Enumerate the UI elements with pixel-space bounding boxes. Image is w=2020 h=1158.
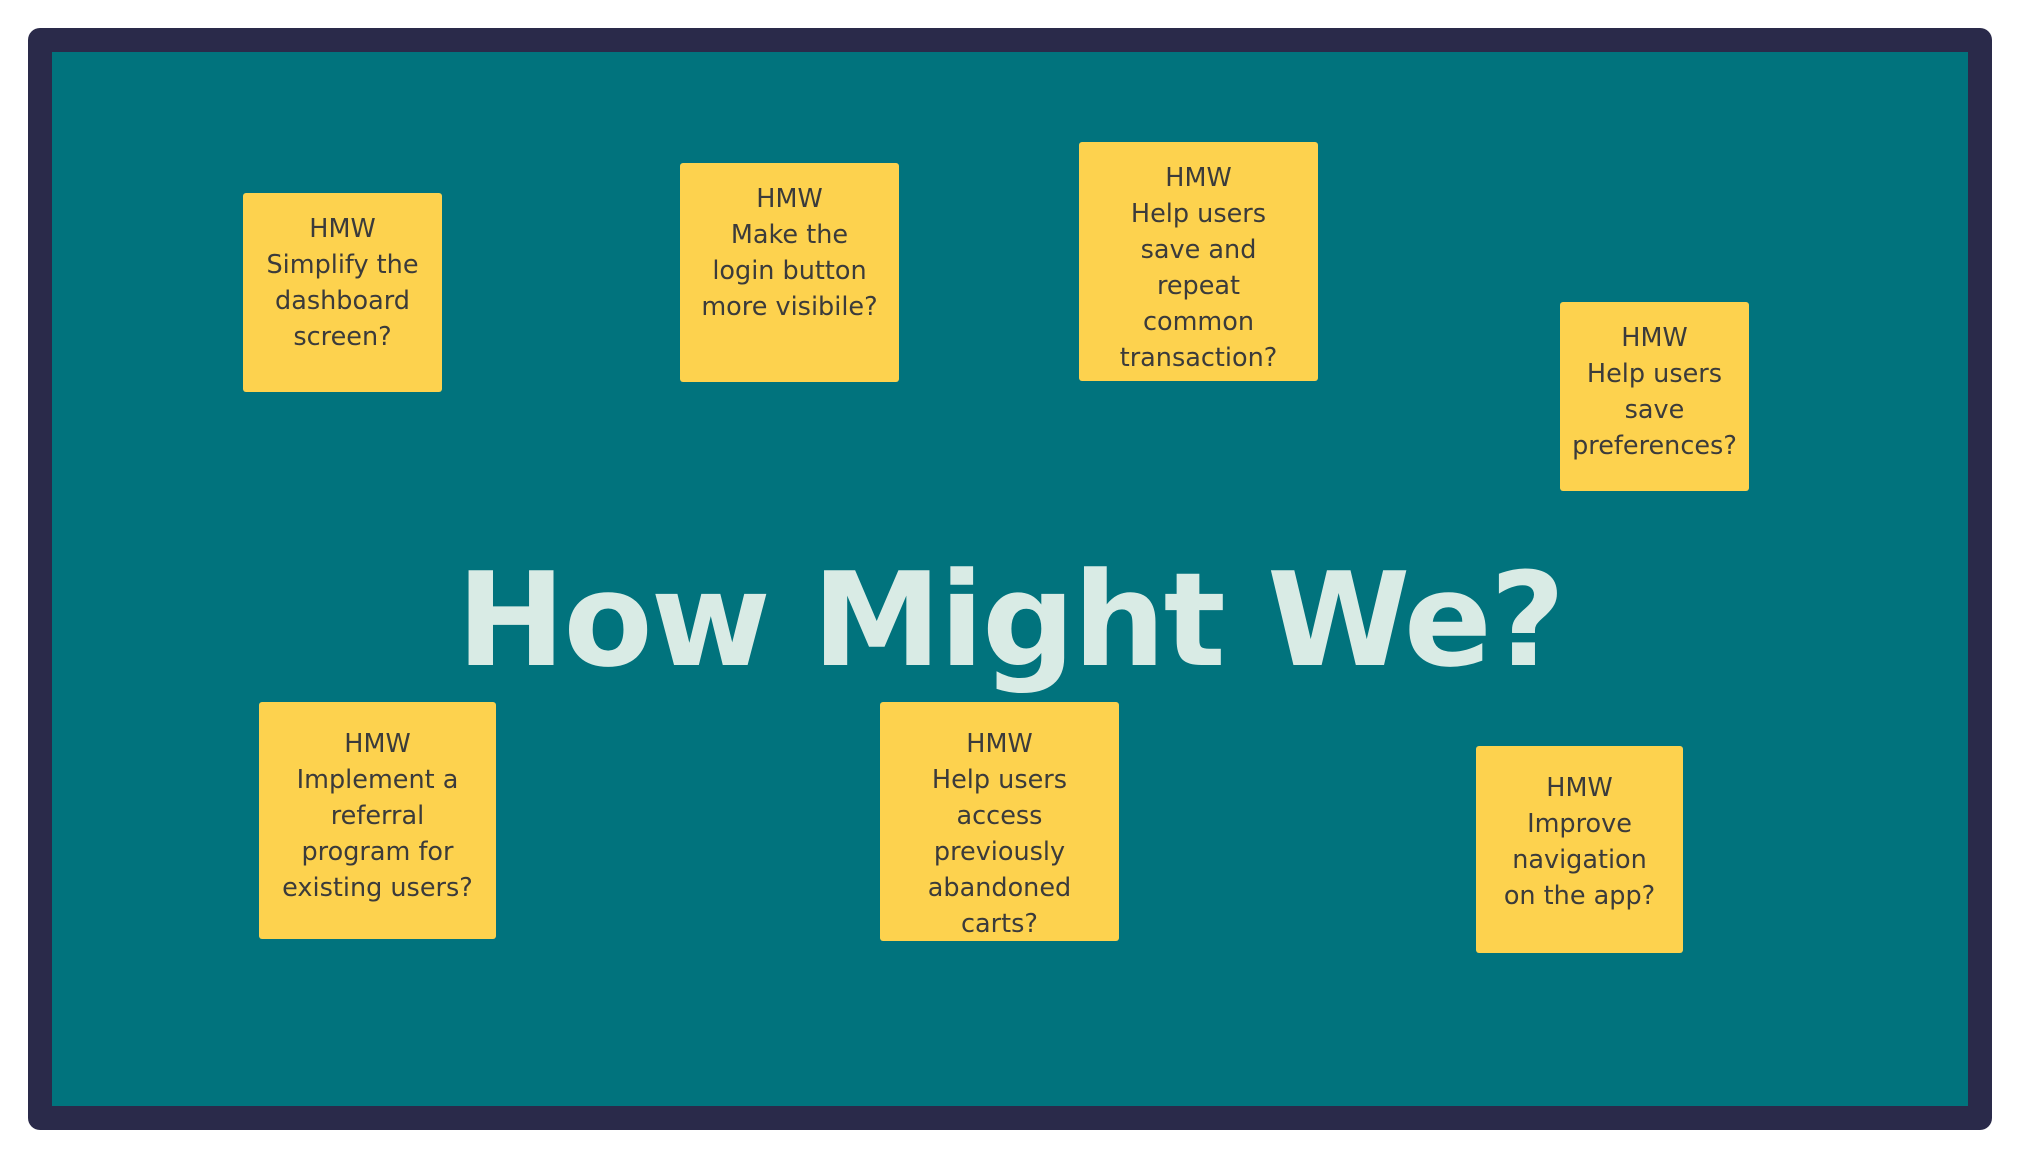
sticky-note-repeat-transaction[interactable]: HMW Help users save and repeat common tr…	[1079, 142, 1318, 381]
sticky-note-referral-program[interactable]: HMW Implement a referral program for exi…	[259, 702, 496, 939]
note-line: dashboard	[275, 286, 410, 316]
sticky-note-abandoned-carts[interactable]: HMW Help users access previously abandon…	[880, 702, 1119, 941]
sticky-note-login-button[interactable]: HMW Make the login button more visibile?	[680, 163, 899, 382]
note-line: Simplify the	[266, 250, 419, 280]
note-line: HMW	[344, 729, 411, 759]
note-line: HMW	[1546, 773, 1613, 803]
whiteboard-canvas[interactable]: How Might We? HMW Simplify the dashboard…	[52, 52, 1968, 1106]
note-line: Implement a	[296, 765, 459, 795]
note-line: save	[1624, 395, 1685, 425]
note-line: common	[1142, 307, 1255, 337]
note-line: Make the	[730, 220, 849, 250]
note-line: previously	[933, 837, 1066, 867]
sticky-note-save-preferences[interactable]: HMW Help users save preferences?	[1560, 302, 1749, 491]
note-line: access	[956, 801, 1043, 831]
sticky-note-improve-navigation[interactable]: HMW Improve navigation on the app?	[1476, 746, 1683, 953]
note-line: HMW	[1165, 163, 1232, 193]
note-line: HMW	[966, 729, 1033, 759]
note-line: preferences?	[1572, 431, 1737, 461]
note-line: existing users?	[282, 873, 473, 903]
note-line: repeat	[1156, 271, 1241, 301]
note-line: Improve	[1527, 809, 1632, 839]
sticky-note-simplify-dashboard[interactable]: HMW Simplify the dashboard screen?	[243, 193, 442, 392]
note-line: transaction?	[1119, 343, 1278, 373]
note-line: program for	[301, 837, 454, 867]
note-line: more visibile?	[701, 292, 878, 322]
board-frame: How Might We? HMW Simplify the dashboard…	[28, 28, 1992, 1130]
note-line: carts?	[961, 909, 1038, 939]
note-line: abandoned	[927, 873, 1072, 903]
note-line: save and	[1140, 235, 1257, 265]
note-line: on the app?	[1503, 881, 1656, 911]
note-line: HMW	[756, 184, 823, 214]
note-line: login button	[712, 256, 867, 286]
board-title: How Might We?	[456, 544, 1566, 696]
note-line: navigation	[1512, 845, 1647, 875]
note-line: HMW	[1621, 323, 1688, 353]
note-line: referral	[330, 801, 425, 831]
note-line: Help users	[931, 765, 1068, 795]
note-line: HMW	[309, 214, 376, 244]
note-line: Help users	[1130, 199, 1267, 229]
note-line: screen?	[293, 322, 392, 352]
note-line: Help users	[1586, 359, 1723, 389]
